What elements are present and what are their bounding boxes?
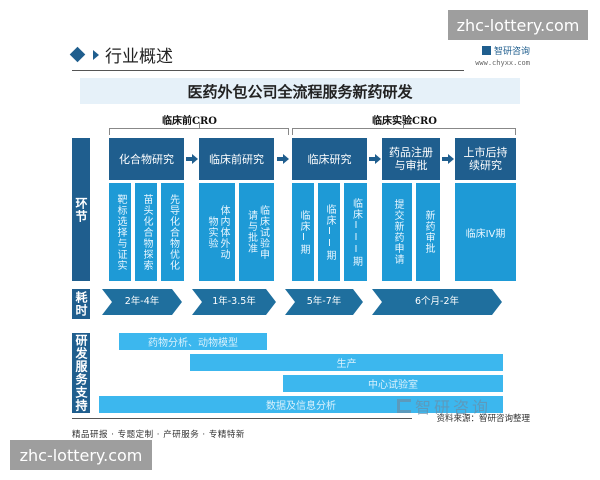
substep-in-vivo-vitro: 体内体外动物实验 — [199, 183, 235, 281]
substep-clinical-phase-3: 临床III期 — [344, 183, 367, 281]
stage-preclinical-research: 临床前研究 — [199, 138, 274, 180]
brace-tick — [199, 122, 200, 128]
brand-watermark: 智研咨询 — [397, 394, 491, 418]
section-header: 行业概述 — [69, 42, 173, 67]
brace-tick — [403, 122, 404, 128]
stage-registration-approval: 药品注册与审批 — [382, 138, 440, 180]
substep-hit-discovery: 苗头化合物探索 — [135, 183, 157, 281]
substep-clinical-phase-4: 临床IV期 — [455, 183, 516, 281]
brand-name: 智研咨询 — [493, 47, 530, 57]
substep-clinical-trial-application: 临床试验申请与批准 — [239, 183, 274, 281]
footer-slogan: 精品研报 · 专题定制 · 产研服务 · 专精特新 — [72, 430, 245, 440]
overlay-watermark-top: zhc-lottery.com — [448, 10, 588, 40]
arrow-right-icon — [442, 154, 454, 164]
arrow-right-icon — [369, 154, 381, 164]
duration-compound-research: 2年-4年 — [102, 289, 182, 315]
row-label-stages: 环节 — [72, 138, 90, 281]
overlay-watermark-bottom: zhc-lottery.com — [10, 440, 152, 470]
brace-preclinical — [109, 128, 289, 135]
category-clinical-cro: 临床实验CRO — [372, 116, 437, 127]
service-production: 生产 — [190, 354, 503, 371]
substep-submit-nda: 提交新药申请 — [382, 183, 412, 281]
arrow-right-icon — [277, 154, 289, 164]
substep-nda-approval: 新药审批 — [416, 183, 440, 281]
service-drug-analysis: 药物分析、动物模型 — [119, 333, 267, 350]
footer-divider — [72, 418, 412, 419]
arrow-right-icon — [186, 154, 198, 164]
row-label-support: 研发服务支持 — [72, 333, 90, 413]
stage-compound-research: 化合物研究 — [109, 138, 184, 180]
substep-clinical-phase-2: 临床II期 — [318, 183, 340, 281]
row-label-duration: 耗时 — [72, 289, 90, 319]
category-preclinical-cro: 临床前CRO — [162, 116, 217, 127]
substep-clinical-phase-1: 临床I期 — [292, 183, 314, 281]
duration-preclinical-research: 1年-3.5年 — [192, 289, 276, 315]
section-title: 行业概述 — [105, 47, 173, 67]
brand-logo-icon — [481, 46, 491, 55]
brand-watermark-icon — [397, 399, 411, 413]
infographic-page: 行业概述 智研咨询 www.chyxx.com 医药外包公司全流程服务新药研发 … — [62, 36, 542, 446]
brand-block: 智研咨询 www.chyxx.com — [475, 44, 530, 67]
brace-clinical — [292, 128, 516, 135]
duration-registration: 6个月-2年 — [372, 289, 502, 315]
duration-clinical-research: 5年-7年 — [285, 289, 363, 315]
diagram-title: 医药外包公司全流程服务新药研发 — [187, 82, 413, 101]
substep-target-selection: 靶标选择与证实 — [109, 183, 131, 281]
header-divider — [72, 70, 464, 71]
stage-clinical-research: 临床研究 — [292, 138, 367, 180]
substep-lead-optimization: 先导化合物优化 — [161, 183, 184, 281]
brand-url: www.chyxx.com — [475, 59, 530, 67]
source-note: 资料来源：智研咨询整理 — [436, 414, 530, 424]
service-central-lab: 中心试验室 — [283, 375, 503, 392]
diamond-icon — [69, 46, 86, 63]
arrow-icon — [93, 49, 99, 60]
stage-post-market-research: 上市后持续研究 — [455, 138, 516, 180]
diagram-title-bar: 医药外包公司全流程服务新药研发 — [80, 78, 520, 104]
